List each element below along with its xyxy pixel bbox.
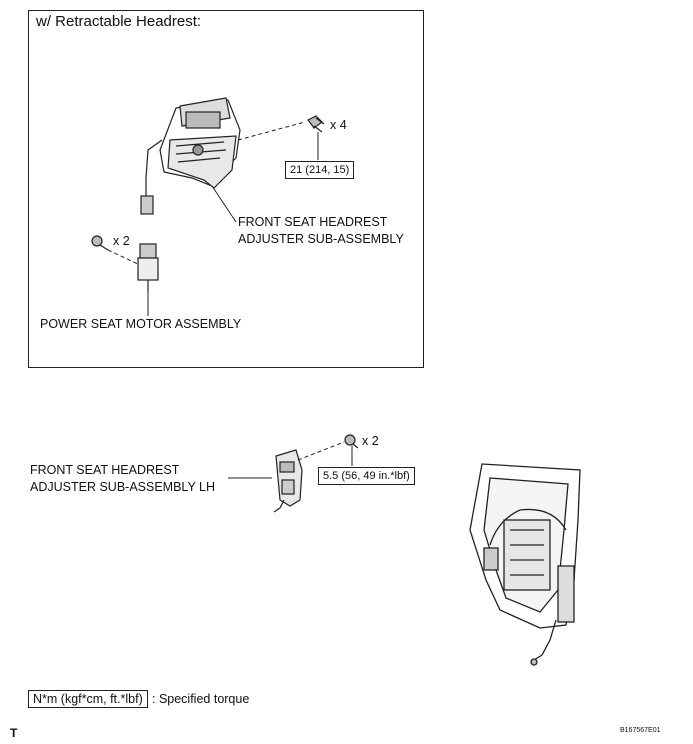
legend-torque-box: N*m (kgf*cm, ft.*lbf): [28, 690, 148, 708]
retractable-headrest-frame: [28, 10, 424, 368]
legend-description: : Specified torque: [152, 692, 250, 706]
adjuster-lh-label-line1: FRONT SEAT HEADREST: [30, 463, 180, 477]
bolt-lh-torque-box: 5.5 (56, 49 in.*lbf): [318, 467, 415, 485]
power-seat-motor-drawing: [137, 243, 159, 292]
adjuster-label-line2: ADJUSTER SUB-ASSEMBLY: [238, 232, 404, 246]
bolt-quantity: x 4: [330, 118, 347, 132]
headrest-adjuster-lh-drawing: [273, 449, 303, 513]
bolt-lh-icon: [344, 434, 359, 449]
adjuster-lh-label-line2: ADJUSTER SUB-ASSEMBLY LH: [30, 480, 216, 494]
bolt-icon: [307, 115, 325, 133]
bolt-lh-leader-line: [297, 441, 345, 461]
power-seat-motor-label: POWER SEAT MOTOR ASSEMBLY: [40, 317, 242, 331]
figure-id: B167567E01: [620, 727, 661, 734]
bolt-lh-quantity: x 2: [362, 434, 379, 448]
seatback-frame-drawing: [469, 463, 581, 666]
bolt-leader-line: [237, 121, 306, 141]
headrest-adjuster-drawing: [140, 97, 241, 215]
screw-icon: [91, 235, 109, 251]
adjuster-label-line1: FRONT SEAT HEADREST: [238, 215, 388, 229]
section-title: w/ Retractable Headrest:: [36, 13, 202, 30]
screw-quantity: x 2: [113, 234, 130, 248]
bolt-torque-box: 21 (214, 15): [285, 161, 355, 179]
page-mark: T: [10, 726, 18, 740]
